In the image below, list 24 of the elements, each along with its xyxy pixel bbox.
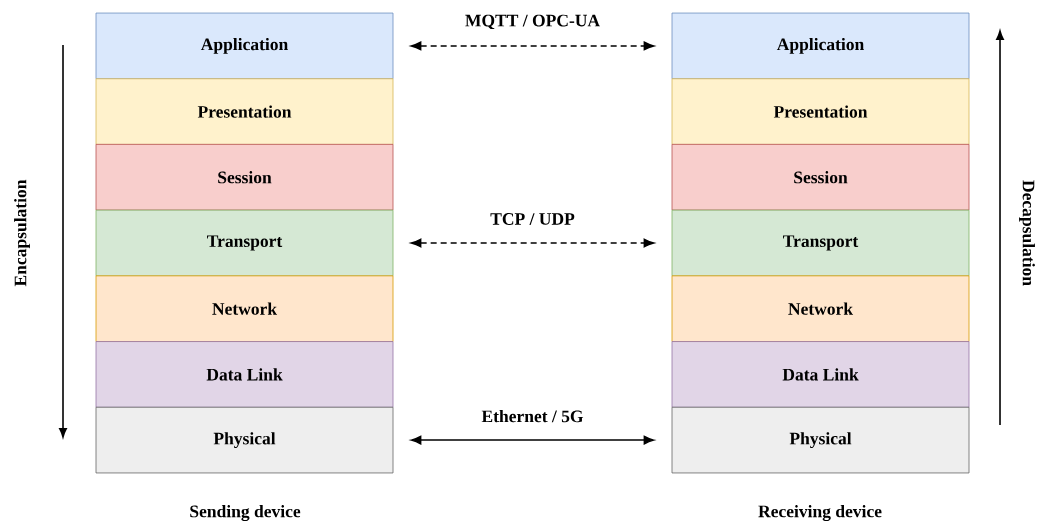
layer-box: Physical bbox=[671, 406, 970, 474]
layer-box: Data Link bbox=[95, 341, 394, 408]
device-caption: Sending device bbox=[190, 505, 301, 521]
layer-box: Application bbox=[95, 12, 394, 80]
direction-label: Encapsulation bbox=[14, 179, 30, 287]
layer-box: Presentation bbox=[671, 78, 970, 145]
layer-box: Transport bbox=[95, 209, 394, 277]
direction-label: Decapsulation bbox=[1019, 180, 1035, 286]
layer-box: Network bbox=[95, 275, 394, 342]
layer-box: Presentation bbox=[95, 78, 394, 145]
layer-box: Transport bbox=[671, 209, 970, 277]
layer-box: Application bbox=[671, 12, 970, 80]
arrow bbox=[410, 238, 655, 248]
device-caption: Receiving device bbox=[758, 505, 882, 521]
arrow bbox=[410, 41, 655, 51]
arrow bbox=[410, 435, 655, 445]
layer-box: Session bbox=[95, 143, 394, 211]
layer-box: Physical bbox=[95, 406, 394, 474]
layer-box: Network bbox=[671, 275, 970, 342]
layer-box: Data Link bbox=[671, 341, 970, 408]
edge-label: MQTT / OPC-UA bbox=[465, 14, 600, 30]
edge-label: Ethernet / 5G bbox=[481, 409, 584, 423]
edge-label: TCP / UDP bbox=[490, 213, 575, 225]
layer-box: Session bbox=[671, 143, 970, 211]
